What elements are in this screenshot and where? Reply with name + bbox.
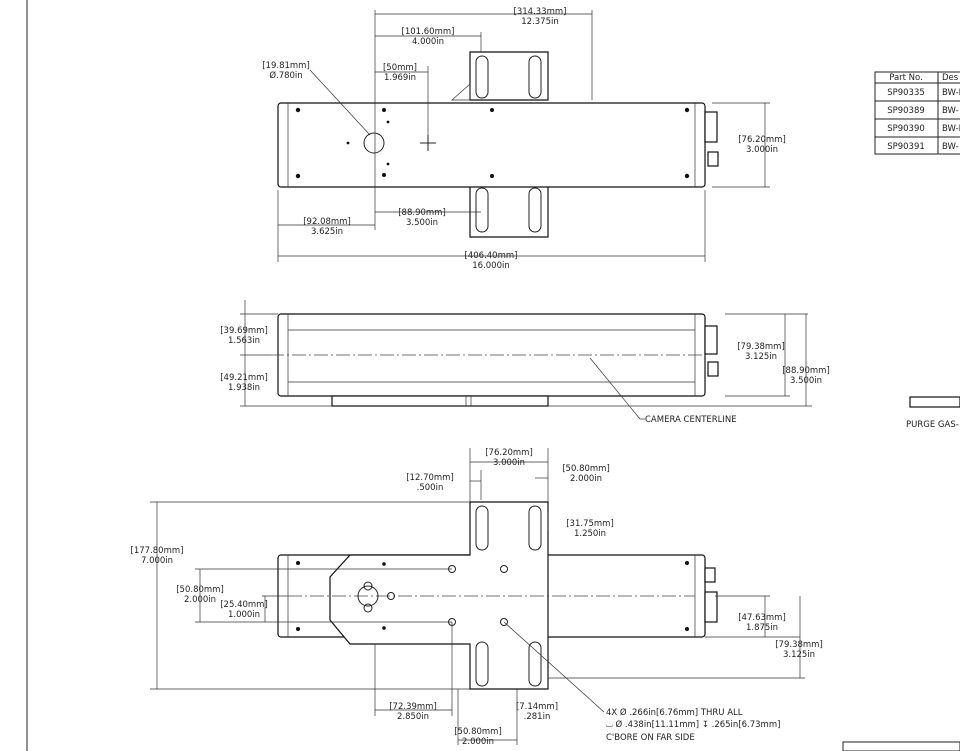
table-row: SP90391: [887, 142, 925, 152]
svg-text:[79.38mm]: [79.38mm]: [737, 342, 785, 352]
svg-text:1.969in: 1.969in: [384, 73, 416, 83]
svg-text:[79.38mm]: [79.38mm]: [775, 640, 823, 650]
svg-text:1.563in: 1.563in: [228, 336, 260, 346]
svg-text:[25.40mm]: [25.40mm]: [220, 600, 268, 610]
bottom-view: [150, 448, 805, 745]
hole-note-1: 4X Ø .266in[6.76mm] THRU ALL: [606, 707, 743, 718]
top-body: [277, 102, 706, 188]
svg-text:[177.80mm]: [177.80mm]: [131, 546, 184, 556]
purge-gas-label: PURGE GAS-: [906, 420, 959, 430]
dim-overall-width: [314.33mm]: [514, 7, 567, 17]
purge-gas-part: [909, 396, 960, 408]
table-row: SP90389: [887, 106, 925, 116]
svg-text:.500in: .500in: [417, 483, 444, 493]
svg-text:BW-: BW-: [942, 142, 959, 152]
hole-note-2: ⌴ Ø .438in[11.11mm] ↧ .265in[6.73mm]: [606, 719, 780, 730]
svg-text:BW-N: BW-N: [942, 124, 960, 134]
svg-text:3.500in: 3.500in: [406, 218, 438, 228]
svg-text:4.000in: 4.000in: [412, 37, 444, 47]
svg-text:[406.40mm]: [406.40mm]: [465, 251, 518, 261]
svg-text:1.250in: 1.250in: [574, 529, 606, 539]
svg-text:2.000in: 2.000in: [570, 474, 602, 484]
svg-text:[12.70mm]: [12.70mm]: [406, 473, 454, 483]
svg-text:3.625in: 3.625in: [311, 227, 343, 237]
svg-text:16.000in: 16.000in: [472, 261, 510, 271]
svg-text:3.500in: 3.500in: [790, 376, 822, 386]
svg-text:[49.21mm]: [49.21mm]: [220, 373, 268, 383]
svg-text:[50.80mm]: [50.80mm]: [562, 464, 610, 474]
svg-text:[47.63mm]: [47.63mm]: [738, 613, 786, 623]
hole-note-3: C'BORE ON FAR SIDE: [606, 733, 695, 743]
svg-text:[50.80mm]: [50.80mm]: [454, 727, 502, 737]
svg-text:[7.14mm]: [7.14mm]: [516, 702, 558, 712]
mounting-plate: [329, 501, 549, 690]
top-view: [277, 10, 770, 262]
svg-text:[76.20mm]: [76.20mm]: [738, 135, 786, 145]
svg-text:1.000in: 1.000in: [228, 610, 260, 620]
svg-text:3.125in: 3.125in: [745, 352, 777, 362]
svg-text:[88.90mm]: [88.90mm]: [398, 208, 446, 218]
svg-text:[88.90mm]: [88.90mm]: [782, 366, 830, 376]
table-header-partno: Part No.: [889, 73, 923, 83]
svg-text:BW-: BW-: [942, 106, 959, 116]
svg-text:[92.08mm]: [92.08mm]: [303, 217, 351, 227]
svg-text:[76.20mm]: [76.20mm]: [485, 448, 533, 458]
svg-text:.281in: .281in: [524, 712, 551, 722]
svg-text:[31.75mm]: [31.75mm]: [566, 519, 614, 529]
camera-centerline-label: CAMERA CENTERLINE: [645, 415, 737, 425]
svg-text:3.000in: 3.000in: [493, 458, 525, 468]
svg-text:3.000in: 3.000in: [746, 145, 778, 155]
svg-text:2.850in: 2.850in: [397, 712, 429, 722]
table-row: SP90390: [887, 124, 925, 134]
svg-text:3.125in: 3.125in: [783, 650, 815, 660]
svg-text:[101.60mm]: [101.60mm]: [402, 27, 455, 37]
table-header-desc: Des: [942, 73, 959, 83]
svg-text:Ø.780in: Ø.780in: [269, 70, 302, 81]
svg-text:1.875in: 1.875in: [746, 623, 778, 633]
svg-text:BW-N: BW-N: [942, 88, 960, 98]
svg-text:[72.39mm]: [72.39mm]: [389, 702, 437, 712]
svg-text:1.938in: 1.938in: [228, 383, 260, 393]
parts-table: Part No. Des SP90335 BW-N SP90389 BW- SP…: [874, 71, 960, 155]
svg-text:2.000in: 2.000in: [184, 595, 216, 605]
svg-text:[50mm]: [50mm]: [383, 63, 417, 73]
title-block-edge: [842, 741, 960, 751]
svg-text:[39.69mm]: [39.69mm]: [220, 326, 268, 336]
dimension-labels: [314.33mm] 12.375in [101.60mm] 4.000in […: [131, 7, 830, 747]
svg-text:2.000in: 2.000in: [462, 737, 494, 747]
svg-text:[19.81mm]: [19.81mm]: [262, 61, 310, 71]
svg-text:[50.80mm]: [50.80mm]: [176, 585, 224, 595]
svg-text:12.375in: 12.375in: [521, 17, 559, 27]
side-view: [240, 300, 812, 420]
svg-text:7.000in: 7.000in: [141, 556, 173, 566]
table-row: SP90335: [887, 88, 925, 98]
